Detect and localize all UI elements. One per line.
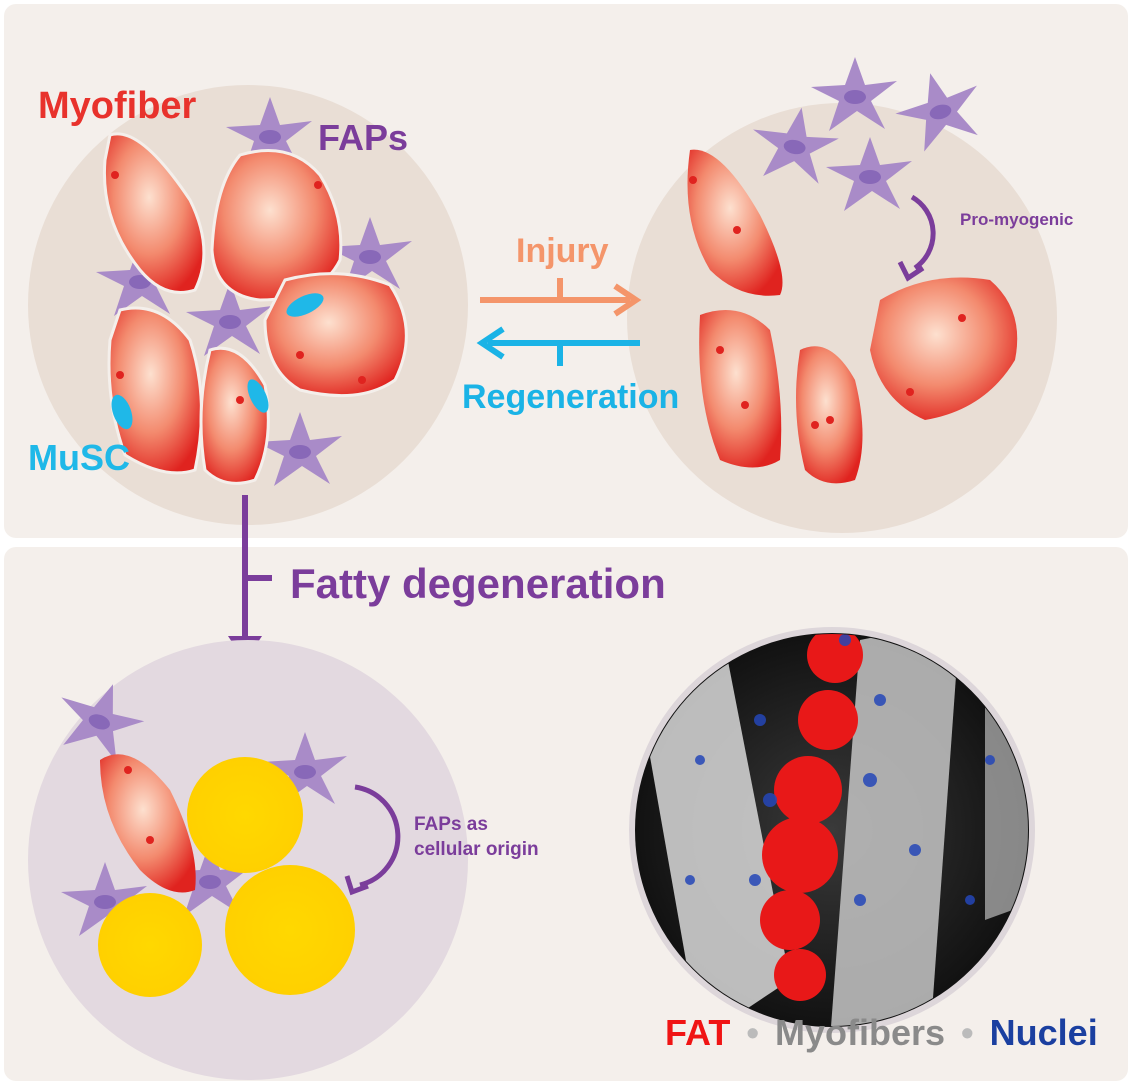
fluorescence-micrograph xyxy=(629,627,1035,1033)
legend-fat: FAT xyxy=(665,1012,730,1053)
faps-origin-label-line2: cellular origin xyxy=(414,839,539,860)
micrograph-legend: FAT • Myofibers • Nuclei xyxy=(665,1012,1098,1053)
pro-myogenic-label: Pro-myogenic xyxy=(960,210,1073,229)
injury-arrow xyxy=(480,278,642,317)
fat-infiltration-illustration xyxy=(28,640,468,1080)
healthy-muscle-illustration xyxy=(28,85,468,525)
pro-myogenic-arrow xyxy=(897,194,936,282)
injured-muscle-illustration xyxy=(627,57,1057,533)
legend-separator: • xyxy=(746,1012,759,1053)
fatty-degeneration-label: Fatty degeneration xyxy=(290,560,666,607)
regeneration-label: Regeneration xyxy=(462,378,679,416)
myofiber-label: Myofiber xyxy=(38,85,197,127)
legend-myofibers: Myofibers xyxy=(775,1012,945,1053)
faps-origin-arrow xyxy=(344,784,401,896)
faps-origin-label-line1: FAPs as xyxy=(414,814,488,835)
musc-label: MuSC xyxy=(28,437,130,478)
legend-nuclei: Nuclei xyxy=(990,1012,1098,1053)
legend-separator: • xyxy=(961,1012,974,1053)
faps-label: FAPs xyxy=(318,117,408,158)
legend-text: FAT • Myofibers • Nuclei xyxy=(665,1012,1098,1053)
regeneration-arrow xyxy=(476,326,640,366)
text-labels: Myofiber FAPs MuSC Injury Regeneration P… xyxy=(28,85,1073,860)
injury-label: Injury xyxy=(516,232,609,270)
